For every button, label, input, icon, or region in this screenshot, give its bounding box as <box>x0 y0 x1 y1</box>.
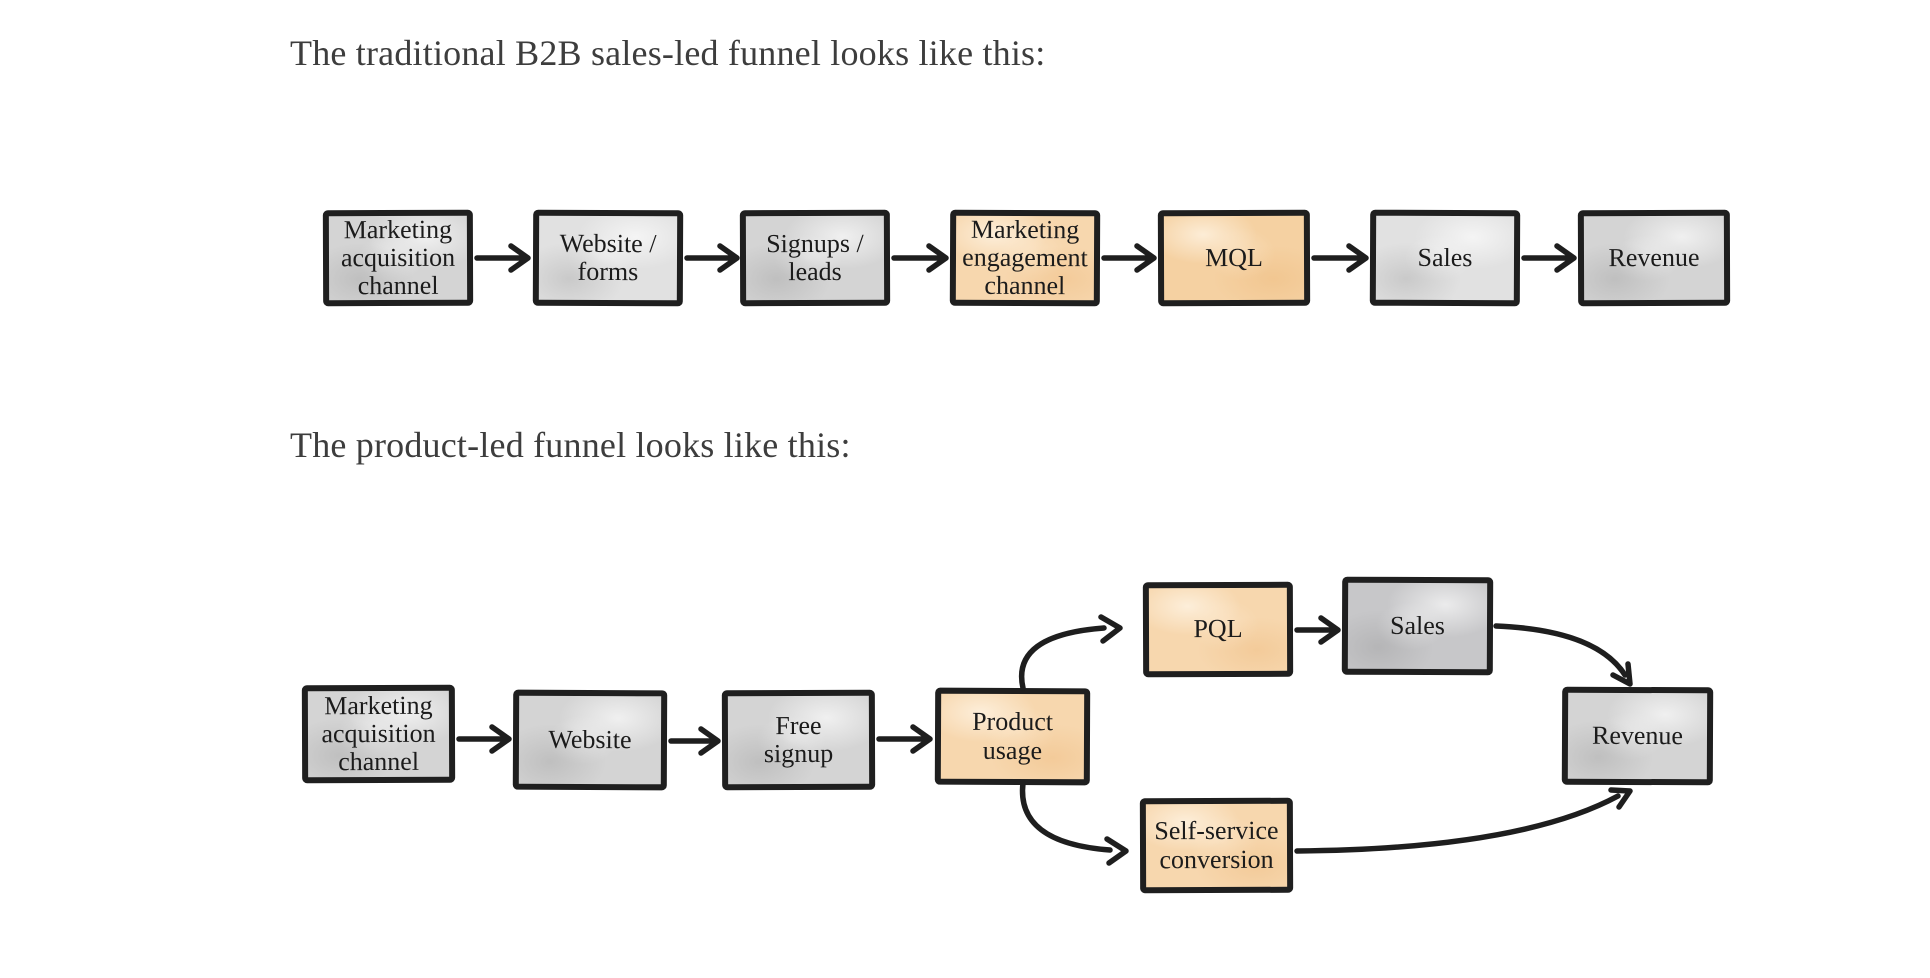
node-label: Revenue <box>1591 720 1684 751</box>
node-website: Website <box>512 689 668 791</box>
node-revenue-2: Revenue <box>1561 686 1714 786</box>
node-label: Marketing acquisition channel <box>321 690 436 777</box>
arrow-engagement-to-mql <box>1101 243 1157 273</box>
arrow-signups-to-engagement <box>891 243 949 273</box>
node-pql: PQL <box>1142 581 1294 678</box>
node-label: Revenue <box>1608 242 1700 273</box>
node-label: Self-service conversion <box>1154 816 1279 874</box>
node-label: Website <box>548 724 632 755</box>
node-sales-1: Sales <box>1369 209 1521 307</box>
node-marketing-acquisition-channel: Marketing acquisition channel <box>322 209 474 307</box>
arrow-self-service-to-revenue <box>1294 787 1633 854</box>
node-label: Product usage <box>972 707 1054 765</box>
node-revenue-1: Revenue <box>1577 209 1731 307</box>
arrow-product-usage-to-self-service <box>1019 780 1129 866</box>
node-marketing-engagement-channel: Marketing engagement channel <box>949 209 1101 307</box>
arrow-sales-to-revenue-1 <box>1521 243 1577 273</box>
arrow-pql-to-sales <box>1294 615 1341 645</box>
node-label: Website / forms <box>559 228 657 287</box>
node-website-forms: Website / forms <box>532 209 684 307</box>
node-label: Free signup <box>763 710 834 769</box>
node-label: Sales <box>1389 610 1446 641</box>
node-label: Signups / leads <box>766 228 864 287</box>
node-self-service-conversion: Self-service conversion <box>1139 797 1294 894</box>
arrow-product-usage-to-pql <box>1018 614 1123 691</box>
node-free-signup: Free signup <box>721 689 876 791</box>
funnel2-title: The product-led funnel looks like this: <box>290 425 851 465</box>
node-label: Sales <box>1417 242 1473 273</box>
node-signups-leads: Signups / leads <box>739 209 891 307</box>
arrow-website-to-free-signup <box>668 726 721 756</box>
node-sales-2: Sales <box>1341 576 1494 676</box>
arrow-sales-to-revenue-2 <box>1493 623 1633 687</box>
node-label: PQL <box>1193 614 1243 644</box>
node-mql: MQL <box>1157 209 1311 307</box>
node-marketing-acquisition-channel-2: Marketing acquisition channel <box>301 684 456 784</box>
arrow-free-signup-to-product-usage <box>876 724 933 754</box>
node-label: Marketing engagement channel <box>962 214 1088 301</box>
node-label: MQL <box>1205 242 1263 273</box>
funnel1-title: The traditional B2B sales-led funnel loo… <box>290 33 1046 73</box>
node-label: Marketing acquisition channel <box>340 214 456 301</box>
arrow-acquisition-to-website-forms <box>474 243 531 273</box>
node-product-usage: Product usage <box>934 687 1091 786</box>
arrow-website-forms-to-signups <box>684 243 740 273</box>
arrow-mql-to-sales <box>1311 243 1369 273</box>
arrow-acquisition-to-website <box>456 724 512 754</box>
